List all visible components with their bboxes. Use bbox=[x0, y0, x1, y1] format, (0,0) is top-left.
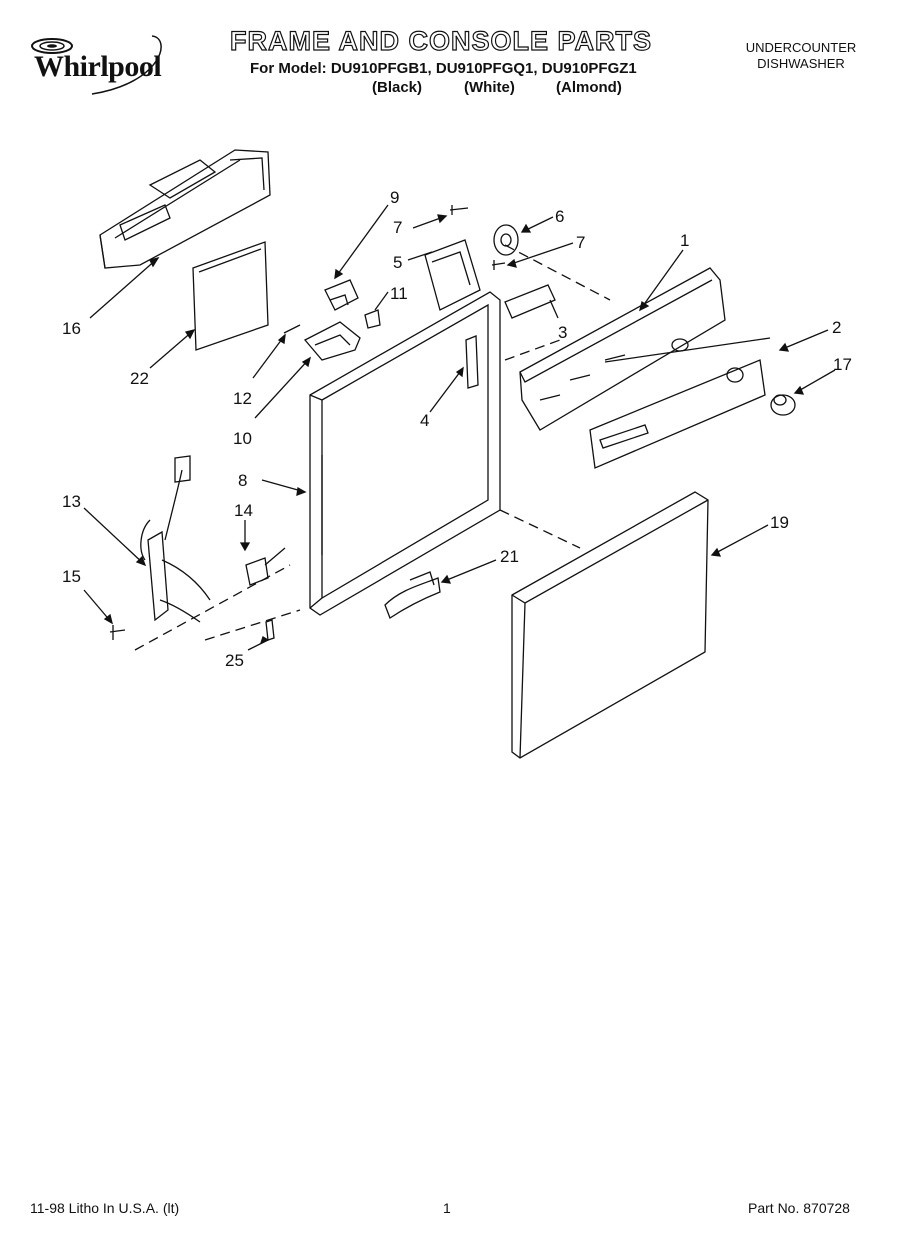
part-9-latch bbox=[324, 279, 359, 311]
alignment-lines bbox=[134, 244, 611, 651]
part-4-latch-bracket bbox=[465, 335, 479, 389]
part-22-panel bbox=[192, 241, 269, 351]
part-7-screws bbox=[449, 205, 506, 270]
part-6-knob-gear bbox=[493, 224, 519, 256]
callout-labels: 1 2 3 4 5 6 7 7 8 9 10 11 12 13 14 15 16… bbox=[62, 188, 852, 670]
part-8-door-frame bbox=[309, 291, 501, 616]
callout-5: 5 bbox=[393, 253, 402, 272]
callout-2: 2 bbox=[832, 318, 841, 337]
page-title: FRAME AND CONSOLE PARTS bbox=[229, 25, 653, 56]
appliance-type: UNDERCOUNTER DISHWASHER bbox=[736, 40, 866, 72]
part-2-trim-strip bbox=[604, 337, 771, 363]
color-almond: (Almond) bbox=[556, 79, 622, 96]
leader-lines bbox=[83, 204, 836, 651]
callout-21: 21 bbox=[500, 547, 519, 566]
callout-1: 1 bbox=[680, 231, 689, 250]
part-11-clip bbox=[364, 309, 381, 329]
callout-12: 12 bbox=[233, 389, 252, 408]
callout-19: 19 bbox=[770, 513, 789, 532]
console-front-panel bbox=[589, 359, 766, 469]
callout-6: 6 bbox=[555, 207, 564, 226]
callout-8: 8 bbox=[238, 471, 247, 490]
appliance-type-line2: DISHWASHER bbox=[757, 56, 845, 71]
callout-15: 15 bbox=[62, 567, 81, 586]
callout-3: 3 bbox=[558, 323, 567, 342]
part-10-strike bbox=[303, 321, 361, 361]
part-16-bracket bbox=[99, 149, 271, 269]
callout-10: 10 bbox=[233, 429, 252, 448]
part-13-wire-harness bbox=[140, 455, 211, 623]
callout-7b: 7 bbox=[576, 233, 585, 252]
callout-11: 11 bbox=[390, 284, 408, 303]
part-21-handle bbox=[384, 571, 441, 619]
callout-13: 13 bbox=[62, 492, 81, 511]
color-black: (Black) bbox=[372, 79, 423, 96]
model-list: For Model: DU910PFGB1, DU910PFGQ1, DU910… bbox=[250, 60, 637, 77]
part-17-knob bbox=[770, 394, 796, 416]
part-19-door-panel bbox=[511, 491, 709, 759]
footer-page-number: 1 bbox=[443, 1200, 451, 1216]
callout-22: 22 bbox=[130, 369, 149, 388]
whirlpool-swirl-icon bbox=[31, 35, 162, 95]
callout-17: 17 bbox=[833, 355, 852, 374]
whirlpool-logo: Whirlpool bbox=[22, 28, 182, 98]
appliance-type-line1: UNDERCOUNTER bbox=[745, 40, 857, 55]
callout-16: 16 bbox=[62, 319, 81, 338]
callout-9: 9 bbox=[390, 188, 399, 207]
callout-25: 25 bbox=[225, 651, 244, 670]
callout-4: 4 bbox=[420, 411, 429, 430]
part-14-switch bbox=[245, 547, 286, 586]
callout-7a: 7 bbox=[393, 218, 402, 237]
footer-part-number: Part No. 870728 bbox=[748, 1200, 850, 1216]
part-1-console bbox=[519, 267, 726, 431]
part-25-clip bbox=[265, 619, 275, 641]
part-5-switch-bracket bbox=[424, 239, 481, 311]
footer-litho: 11-98 Litho In U.S.A. (lt) bbox=[30, 1200, 180, 1216]
part-3-hinge-plate bbox=[504, 284, 556, 319]
part-15-screw bbox=[109, 625, 126, 640]
color-white: (White) bbox=[464, 79, 515, 96]
callout-14: 14 bbox=[234, 501, 253, 520]
brand-name: Whirlpool bbox=[34, 50, 162, 83]
part-12-pin bbox=[283, 324, 301, 334]
